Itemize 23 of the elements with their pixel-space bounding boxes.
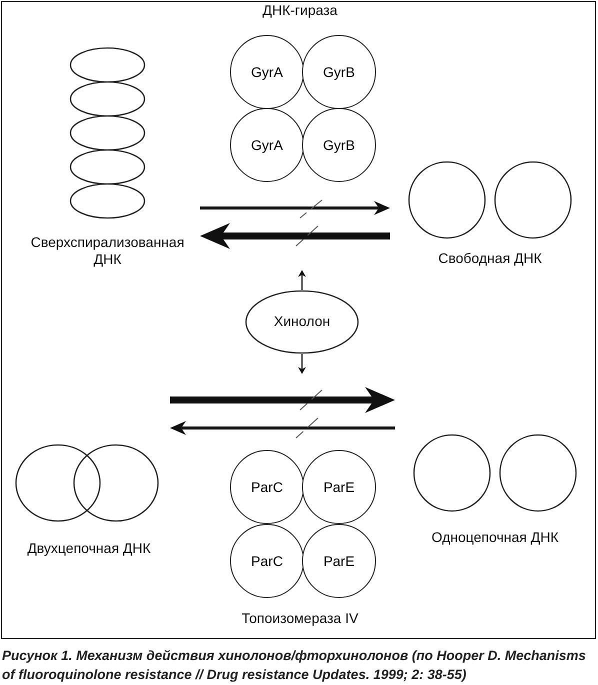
reaction-arrow [170, 421, 395, 435]
subunit-circle: ParE [302, 524, 376, 598]
node-label: Сверхспирализованная ДНК [30, 234, 186, 268]
subunit-circle: GyrB [302, 108, 376, 182]
subunit-circle: GyrA [230, 35, 304, 109]
node-label: Свободная ДНК [437, 250, 543, 267]
subunit-circle: ParC [230, 450, 304, 524]
subunit-circle: ParE [302, 450, 376, 524]
node-label: Топоизомераза IV [240, 610, 360, 627]
subunit-circle: GyrB [302, 35, 376, 109]
node-label: Двухцепочная ДНК [26, 540, 152, 557]
figure-caption: Рисунок 1. Механизм действия хинолонов/фторхинолонов (по Hooper D. Mechanisms of fluoroquinolone resistance // Drug resistance Updates. 1999; 2: 38-55) [2, 647, 587, 684]
reaction-arrow [170, 387, 395, 413]
subunit-circle: ParC [230, 524, 304, 598]
subunit-circle: GyrA [230, 108, 304, 182]
reaction-arrow [200, 223, 390, 249]
node-label: Хинолон [272, 313, 332, 330]
reaction-arrow [200, 201, 390, 215]
drug-ellipse [245, 290, 359, 354]
small-arrow [298, 270, 306, 290]
small-arrow [298, 354, 306, 374]
node-label: Одноцепочная ДНК [430, 529, 560, 546]
node-label: ДНК-гираза [262, 2, 338, 19]
